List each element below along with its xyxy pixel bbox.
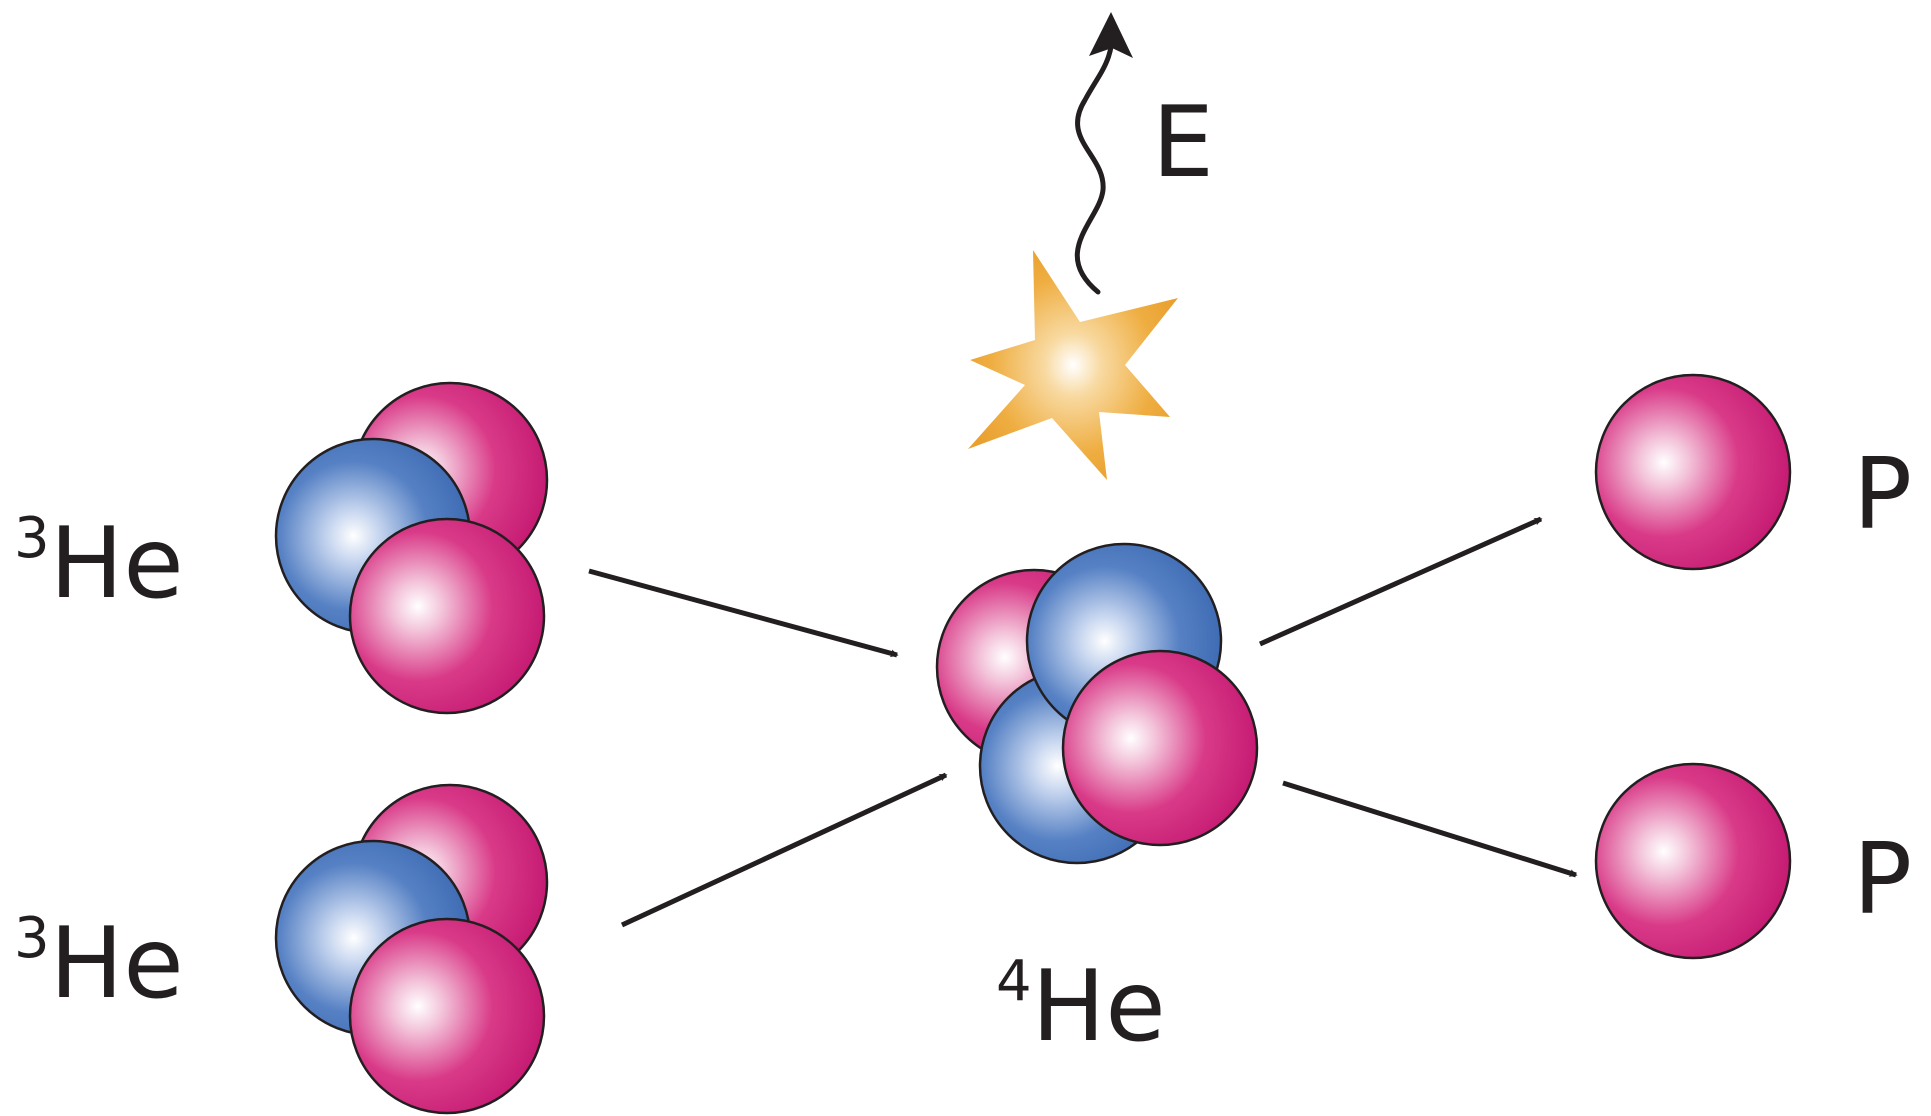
proton-particle [348, 517, 546, 715]
proton-particle [1061, 649, 1259, 847]
free-proton-top [1594, 373, 1792, 571]
arrow-product-proton-bottom [1282, 780, 1578, 878]
helium3-nucleus-bottom [274, 783, 549, 1115]
arrow-reactant-bottom [620, 772, 948, 928]
energy-arrowhead-icon [1089, 12, 1133, 58]
label-helium4: 4He [996, 949, 1166, 1064]
energy-star-icon [968, 250, 1178, 480]
helium3-nucleus-top [274, 381, 549, 715]
energy-wave-arrow [1074, 19, 1115, 295]
helium4-nucleus [935, 542, 1259, 865]
label-proton-top: P [1853, 438, 1912, 552]
label-energy: E [1152, 86, 1214, 200]
proton-particle [348, 917, 546, 1115]
arrow-reactant-top [588, 568, 899, 658]
free-proton-bottom [1594, 762, 1792, 960]
label-helium3-bottom: 3He [14, 906, 184, 1021]
label-proton-bottom: P [1853, 823, 1912, 937]
arrow-product-proton-top [1258, 516, 1543, 647]
label-helium3-top: 3He [14, 506, 184, 621]
